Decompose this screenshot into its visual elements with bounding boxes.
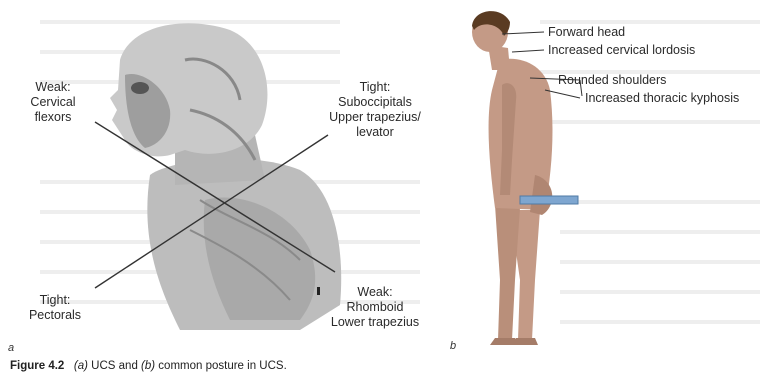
panel-b-letter: b xyxy=(450,340,456,352)
pelvis-highlight-bar xyxy=(520,196,578,204)
caption-part-b: (b) xyxy=(141,360,155,372)
panel-a-letter: a xyxy=(8,342,14,354)
tight-pectorals-label: Tight: Pectorals xyxy=(15,293,95,323)
caption-text-a: UCS and xyxy=(88,360,141,372)
weak-cervical-flexors-label: Weak: Cervical flexors xyxy=(18,80,88,125)
caption-text-b: common posture in UCS. xyxy=(155,360,287,372)
rounded-shoulders-label: Rounded shoulders xyxy=(558,73,666,88)
cervical-lordosis-label: Increased cervical lordosis xyxy=(548,43,695,58)
tight-suboccipitals-label: Tight: Suboccipitals Upper trapezius/ le… xyxy=(310,80,440,140)
figure-number: Figure 4.2 xyxy=(10,360,64,372)
thoracic-kyphosis-label: Increased thoracic kyphosis xyxy=(585,91,739,106)
forward-head-label: Forward head xyxy=(548,25,625,40)
caption-part-a: (a) xyxy=(74,360,88,372)
weak-rhomboid-label: Weak: Rhomboid Lower trapezius xyxy=(310,285,440,330)
figure-caption: Figure 4.2 (a) UCS and (b) common postur… xyxy=(10,360,287,372)
